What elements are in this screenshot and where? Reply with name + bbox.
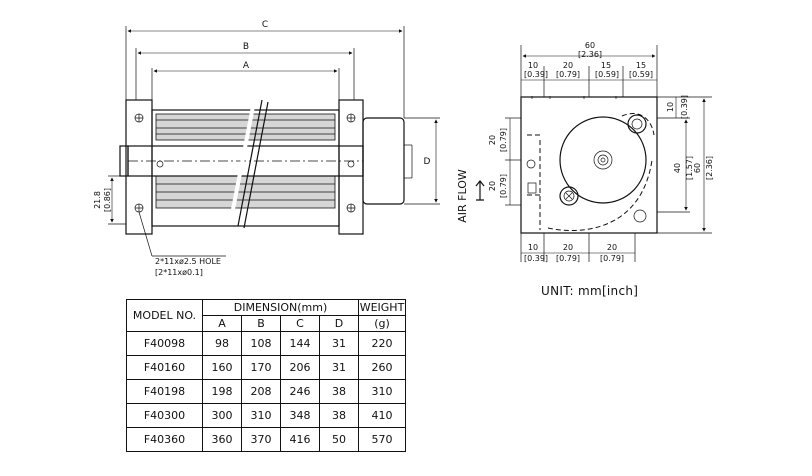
right-total-mm: 60 (693, 163, 702, 173)
table-row: F40160 160 170 206 31 260 (126, 355, 406, 380)
left-seg-1-in: [0.79] (499, 128, 508, 152)
header-b: B (241, 315, 281, 332)
header-weight: WEIGHT (358, 299, 406, 316)
cell-b: 370 (241, 427, 281, 452)
cell-c: 246 (280, 379, 320, 404)
fan-drawing: C B A (93, 20, 714, 277)
table-row: F40300 300 310 348 38 410 (126, 403, 406, 428)
bot-seg-3-in: [0.79] (600, 254, 624, 263)
top-seg-4-mm: 15 (636, 61, 646, 70)
cell-b: 310 (241, 403, 281, 428)
right-total-in: [2.36] (705, 156, 714, 180)
end-view: 60 [2.36] 10 [0.39] 20 [0.79] 15 [0.59] … (456, 41, 714, 263)
cell-d: 38 (319, 379, 359, 404)
cell-weight: 410 (358, 403, 406, 428)
hole-note-mm: 2*11xø2.5 HOLE (155, 257, 221, 266)
left-seg-1-mm: 20 (488, 135, 497, 145)
cell-b: 208 (241, 379, 281, 404)
bot-seg-1-mm: 10 (528, 243, 538, 252)
cell-c: 348 (280, 403, 320, 428)
top-seg-4-in: [0.59] (629, 70, 653, 79)
cell-model: F40160 (126, 355, 203, 380)
header-c: C (280, 315, 320, 332)
right-mid-mm: 40 (673, 163, 682, 173)
header-d: D (319, 315, 359, 332)
bot-seg-3-mm: 20 (607, 243, 617, 252)
width-in: [2.36] (578, 50, 602, 59)
side-view: C B A (93, 20, 440, 277)
bot-seg-2-in: [0.79] (556, 254, 580, 263)
cell-c: 416 (280, 427, 320, 452)
air-flow-arrow-icon (475, 180, 485, 201)
cell-d: 50 (319, 427, 359, 452)
dim-h-in: [0.86] (103, 188, 112, 212)
hole-note-in: [2*11xø0.1] (155, 268, 203, 277)
cell-model: F40300 (126, 403, 203, 428)
top-seg-2-mm: 20 (563, 61, 573, 70)
cell-a: 300 (202, 403, 242, 428)
cell-weight: 220 (358, 331, 406, 356)
cell-weight: 310 (358, 379, 406, 404)
bot-seg-2-mm: 20 (563, 243, 573, 252)
cell-b: 108 (241, 331, 281, 356)
dim-a-label: A (243, 61, 250, 71)
cell-weight: 570 (358, 427, 406, 452)
right-top-in: [0.39] (680, 95, 689, 119)
table-row: F40098 98 108 144 31 220 (126, 331, 406, 356)
table-row: F40198 198 208 246 38 310 (126, 379, 406, 404)
left-seg-2-mm: 20 (488, 181, 497, 191)
header-a: A (202, 315, 242, 332)
cell-d: 38 (319, 403, 359, 428)
cell-weight: 260 (358, 355, 406, 380)
cell-b: 170 (241, 355, 281, 380)
bot-seg-1-in: [0.39] (524, 254, 548, 263)
screw-icon (134, 113, 356, 213)
header-dimension: DIMENSION(mm) (202, 299, 359, 316)
top-seg-1-in: [0.39] (524, 70, 548, 79)
table-row: F40360 360 370 416 50 570 (126, 427, 406, 452)
cell-d: 31 (319, 331, 359, 356)
dim-h-mm: 21.8 (93, 191, 102, 209)
cell-model: F40360 (126, 427, 203, 452)
cell-a: 198 (202, 379, 242, 404)
top-seg-3-in: [0.59] (595, 70, 619, 79)
cell-model: F40198 (126, 379, 203, 404)
left-seg-2-in: [0.79] (499, 174, 508, 198)
dimension-table: MODEL NO. DIMENSION(mm) WEIGHT A B C D (… (126, 299, 406, 452)
cell-c: 206 (280, 355, 320, 380)
top-seg-2-in: [0.79] (556, 70, 580, 79)
unit-label: UNIT: mm[inch] (541, 284, 639, 298)
cell-model: F40098 (126, 331, 203, 356)
cell-a: 98 (202, 331, 242, 356)
cell-c: 144 (280, 331, 320, 356)
cell-a: 160 (202, 355, 242, 380)
dim-b-label: B (243, 42, 249, 52)
cell-a: 360 (202, 427, 242, 452)
right-mid-in: [1.57] (685, 156, 694, 180)
top-seg-3-mm: 15 (601, 61, 611, 70)
air-flow-label: AIR FLOW (456, 169, 469, 223)
top-seg-1-mm: 10 (528, 61, 538, 70)
header-model: MODEL NO. (126, 299, 203, 332)
header-weight-unit: (g) (358, 315, 406, 332)
cell-d: 31 (319, 355, 359, 380)
right-top-mm: 10 (666, 102, 675, 112)
mount-ear-icon (526, 114, 647, 223)
dim-d-label: D (424, 157, 431, 167)
width-mm: 60 (585, 41, 595, 50)
dim-c-label: C (262, 20, 268, 30)
